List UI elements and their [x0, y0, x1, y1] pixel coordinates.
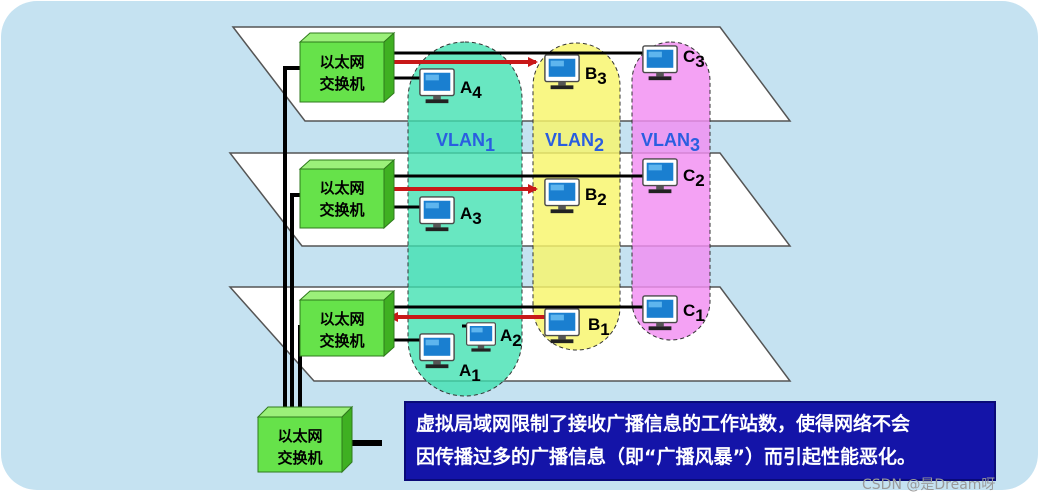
- switch-label-line2: 交换机: [319, 75, 364, 93]
- switch-bottom: 以太网 交换机: [298, 289, 396, 358]
- switch-label-line2: 交换机: [319, 332, 364, 350]
- vlan2-label: VLAN2: [545, 130, 604, 155]
- caption-line-1: 虚拟局域网限制了接收广播信息的工作站数，使得网络不会: [416, 413, 911, 435]
- switch-label-line1: 以太网: [319, 310, 364, 328]
- host-label-a3: A3: [460, 204, 482, 228]
- switch-label-line1: 以太网: [319, 53, 364, 71]
- vlan3-label: VLAN3: [641, 130, 700, 155]
- switch-label-line2: 交换机: [319, 201, 364, 219]
- caption-line-2: 因传播过多的广播信息（即“广播风暴”）而引起性能恶化。: [416, 446, 916, 468]
- host-label-a2: A2: [500, 326, 522, 350]
- host-label-b2: B2: [585, 185, 607, 209]
- host-label-c1: C1: [683, 301, 705, 325]
- host-label-b1: B1: [588, 315, 610, 339]
- switch-root: 以太网 交换机: [256, 405, 354, 474]
- host-label-a1: A1: [459, 361, 481, 385]
- host-label-c2: C2: [683, 166, 705, 190]
- vlan1-label: VLAN1: [436, 130, 495, 155]
- host-label-a4: A4: [460, 78, 482, 102]
- host-label-c3: C3: [683, 47, 705, 71]
- host-label-b3: B3: [585, 64, 607, 88]
- switch-label-line1: 以太网: [319, 179, 364, 197]
- switch-label-line2: 交换机: [277, 449, 322, 467]
- switch-label-line1: 以太网: [277, 427, 322, 445]
- broadcast-arrows: [386, 57, 546, 322]
- switch-top: 以太网 交换机: [298, 31, 396, 104]
- watermark: CSDN @是Dream呀: [862, 477, 996, 493]
- switch-middle: 以太网 交换机: [298, 158, 396, 230]
- caption-box: 虚拟局域网限制了接收广播信息的工作站数，使得网络不会 因传播过多的广播信息（即“…: [404, 401, 996, 481]
